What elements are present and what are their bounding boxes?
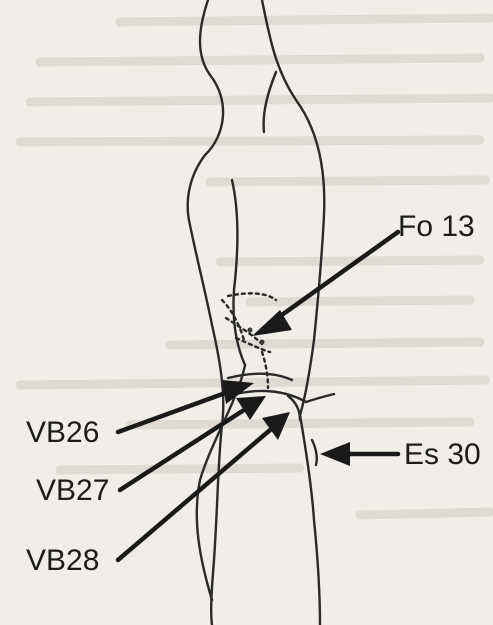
label-vb26: VB26 [26, 416, 99, 449]
arrow-fo13 [252, 232, 398, 336]
label-vb27: VB27 [36, 474, 109, 507]
body-outline [188, 0, 334, 625]
label-fo13: Fo 13 [398, 210, 475, 243]
arrow-es30 [320, 442, 398, 466]
label-es30: Es 30 [404, 438, 481, 471]
arrow-vb27 [120, 396, 266, 490]
label-vb28: VB28 [26, 544, 99, 577]
